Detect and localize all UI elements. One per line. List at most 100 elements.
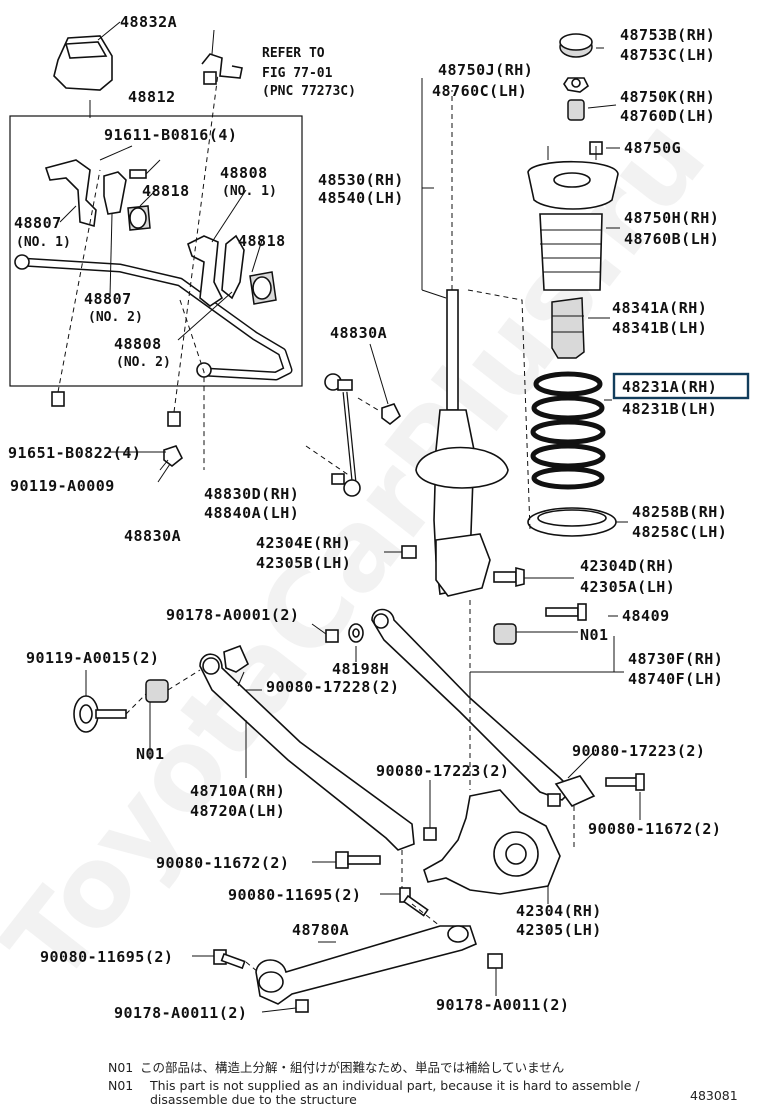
label-48258b-rh[interactable]: 48258B(RH) [632,503,727,521]
spring-insulator-shape[interactable] [527,507,617,537]
refer-line-2[interactable]: FIG 77-01 [262,66,333,81]
washer-48198h-shape[interactable] [348,623,364,643]
bushing-48818-b-shape[interactable] [249,271,277,305]
bracket-48832a-shape[interactable] [53,21,121,91]
label-48760c-lh[interactable]: 48760C(LH) [432,82,527,100]
nut-90080-17223-shape[interactable] [423,827,437,841]
coil-spring-shape[interactable] [530,371,606,490]
label-48730f-rh[interactable]: 48730F(RH) [628,650,723,668]
label-42304e-rh[interactable]: 42304E(RH) [256,534,351,552]
bushing-48409-shape[interactable] [493,623,517,645]
label-48750k-rh[interactable]: 48750K(RH) [620,88,715,106]
lower-arm-48730f-shape[interactable] [371,608,596,807]
label-42305-lh[interactable]: 42305(LH) [516,921,602,939]
label-90080-11695-lower[interactable]: 90080-11695(2) [40,948,173,966]
strut-assembly-shape[interactable] [415,90,509,597]
label-48812[interactable]: 48812 [128,88,176,106]
nut-90178-a0011-left-shape[interactable] [295,999,309,1013]
label-48760d-lh[interactable]: 48760D(LH) [620,107,715,125]
label-48750j-rh[interactable]: 48750J(RH) [438,61,533,79]
bushing-n01-left-shape[interactable] [145,679,169,703]
label-48760b-lh[interactable]: 48760B(LH) [624,230,719,248]
dust-boot-shape[interactable] [539,213,603,291]
label-90080-11672-right[interactable]: 90080-11672(2) [588,820,721,838]
label-48830a-upper[interactable]: 48830A [330,324,387,342]
label-48530-rh[interactable]: 48530(RH) [318,171,404,189]
label-48341a-rh[interactable]: 48341A(RH) [612,299,707,317]
label-91651-b0822[interactable]: 91651-B0822(4) [8,444,141,462]
label-48231a-rh[interactable]: 48231A(RH) [622,378,717,396]
nut-42304e-shape[interactable] [401,545,417,559]
bolt-90080-11695-b-shape[interactable] [213,949,246,970]
label-48830d-rh[interactable]: 48830D(RH) [204,485,299,503]
nut-90178-a0011-right-shape[interactable] [487,953,503,969]
label-42305a-lh[interactable]: 42305A(LH) [580,578,675,596]
label-48840a-lh[interactable]: 48840A(LH) [204,504,299,522]
stabilizer-bar-shape[interactable] [14,254,293,381]
nut-48750k-top-shape[interactable] [563,77,590,93]
label-90080-17223-left[interactable]: 90080-17223(2) [376,762,509,780]
bracket-48808-no1-shape[interactable] [187,235,224,307]
bracket-48807-no2-shape[interactable] [103,171,127,215]
label-90178-a0011-left[interactable]: 90178-A0011(2) [114,1004,247,1022]
label-90178-a0001[interactable]: 90178-A0001(2) [166,606,299,624]
label-90080-11695-upper[interactable]: 90080-11695(2) [228,886,361,904]
label-48808-no2[interactable]: 48808 [114,335,162,353]
label-48198h[interactable]: 48198H [332,660,389,678]
bolt-90080-11672-right-shape[interactable] [605,773,645,791]
label-n01-left[interactable]: N01 [136,745,165,763]
nut-48830a-upper-shape[interactable] [381,403,402,426]
bracket-48807-no1-shape[interactable] [44,159,97,228]
label-42304-rh[interactable]: 42304(RH) [516,902,602,920]
label-42305b-lh[interactable]: 42305B(LH) [256,554,351,572]
label-48832a[interactable]: 48832A [120,13,177,31]
cam-bolt-90119-a0015-shape[interactable] [73,695,127,733]
bushing-48750k-shape[interactable] [567,99,585,121]
bracket-48808-no2-shape[interactable] [221,234,245,300]
label-42304d-rh[interactable]: 42304D(RH) [580,557,675,575]
label-48720a-lh[interactable]: 48720A(LH) [190,802,285,820]
label-48341b-lh[interactable]: 48341B(LH) [612,319,707,337]
label-48540-lh[interactable]: 48540(LH) [318,189,404,207]
label-90178-a0011-right[interactable]: 90178-A0011(2) [436,996,569,1014]
bolt-90080-11672-left-shape[interactable] [335,851,381,869]
stabilizer-link-shape[interactable] [324,373,361,497]
label-48753c-lh[interactable]: 48753C(LH) [620,46,715,64]
cap-48753-shape[interactable] [559,33,593,58]
label-48750g[interactable]: 48750G [624,139,681,157]
label-48409[interactable]: 48409 [622,607,670,625]
bolt-91611-shape[interactable] [129,159,161,179]
label-48231b-lh[interactable]: 48231B(LH) [622,400,717,418]
label-48808-no1[interactable]: 48808 [220,164,268,182]
nut-90178-a0001-shape[interactable] [325,629,339,643]
label-48818-b[interactable]: 48818 [238,232,286,250]
lower-arm-48780a-shape[interactable] [255,925,477,1005]
label-90080-11672-left[interactable]: 90080-11672(2) [156,854,289,872]
label-48258c-lh[interactable]: 48258C(LH) [632,523,727,541]
label-48750h-rh[interactable]: 48750H(RH) [624,209,719,227]
bolt-48409-shape[interactable] [545,603,587,621]
bolt-91651-shape[interactable] [51,169,101,407]
label-90080-17223-right[interactable]: 90080-17223(2) [572,742,705,760]
label-48710a-rh[interactable]: 48710A(RH) [190,782,285,800]
label-48740f-lh[interactable]: 48740F(LH) [628,670,723,688]
bump-stop-shape[interactable] [551,297,585,359]
label-90080-17228[interactable]: 90080-17228(2) [266,678,399,696]
label-90119-a0015[interactable]: 90119-A0015(2) [26,649,159,667]
bolt-90080-11695-a-shape[interactable] [399,887,429,917]
strut-mount-shape[interactable] [527,146,619,210]
bracket-90080-17228-shape[interactable] [223,644,250,673]
label-48807-no2[interactable]: 48807 [84,290,132,308]
knuckle-42304-shape[interactable] [423,789,561,895]
label-48780a[interactable]: 48780A [292,921,349,939]
label-48807-no1[interactable]: 48807 [14,214,62,232]
label-48818-a[interactable]: 48818 [142,182,190,200]
bolt-42304d-shape[interactable] [493,566,525,588]
label-91611-b0816[interactable]: 91611-B0816(4) [104,126,237,144]
label-n01-right[interactable]: N01 [580,626,609,644]
lower-arm-48710a-shape[interactable] [199,653,415,851]
label-90119-a0009[interactable]: 90119-A0009 [10,477,115,495]
nut-90080-17223-b-shape[interactable] [547,793,561,807]
bushing-48818-a-shape[interactable] [127,205,151,231]
clip-48812-shape[interactable] [201,29,243,85]
